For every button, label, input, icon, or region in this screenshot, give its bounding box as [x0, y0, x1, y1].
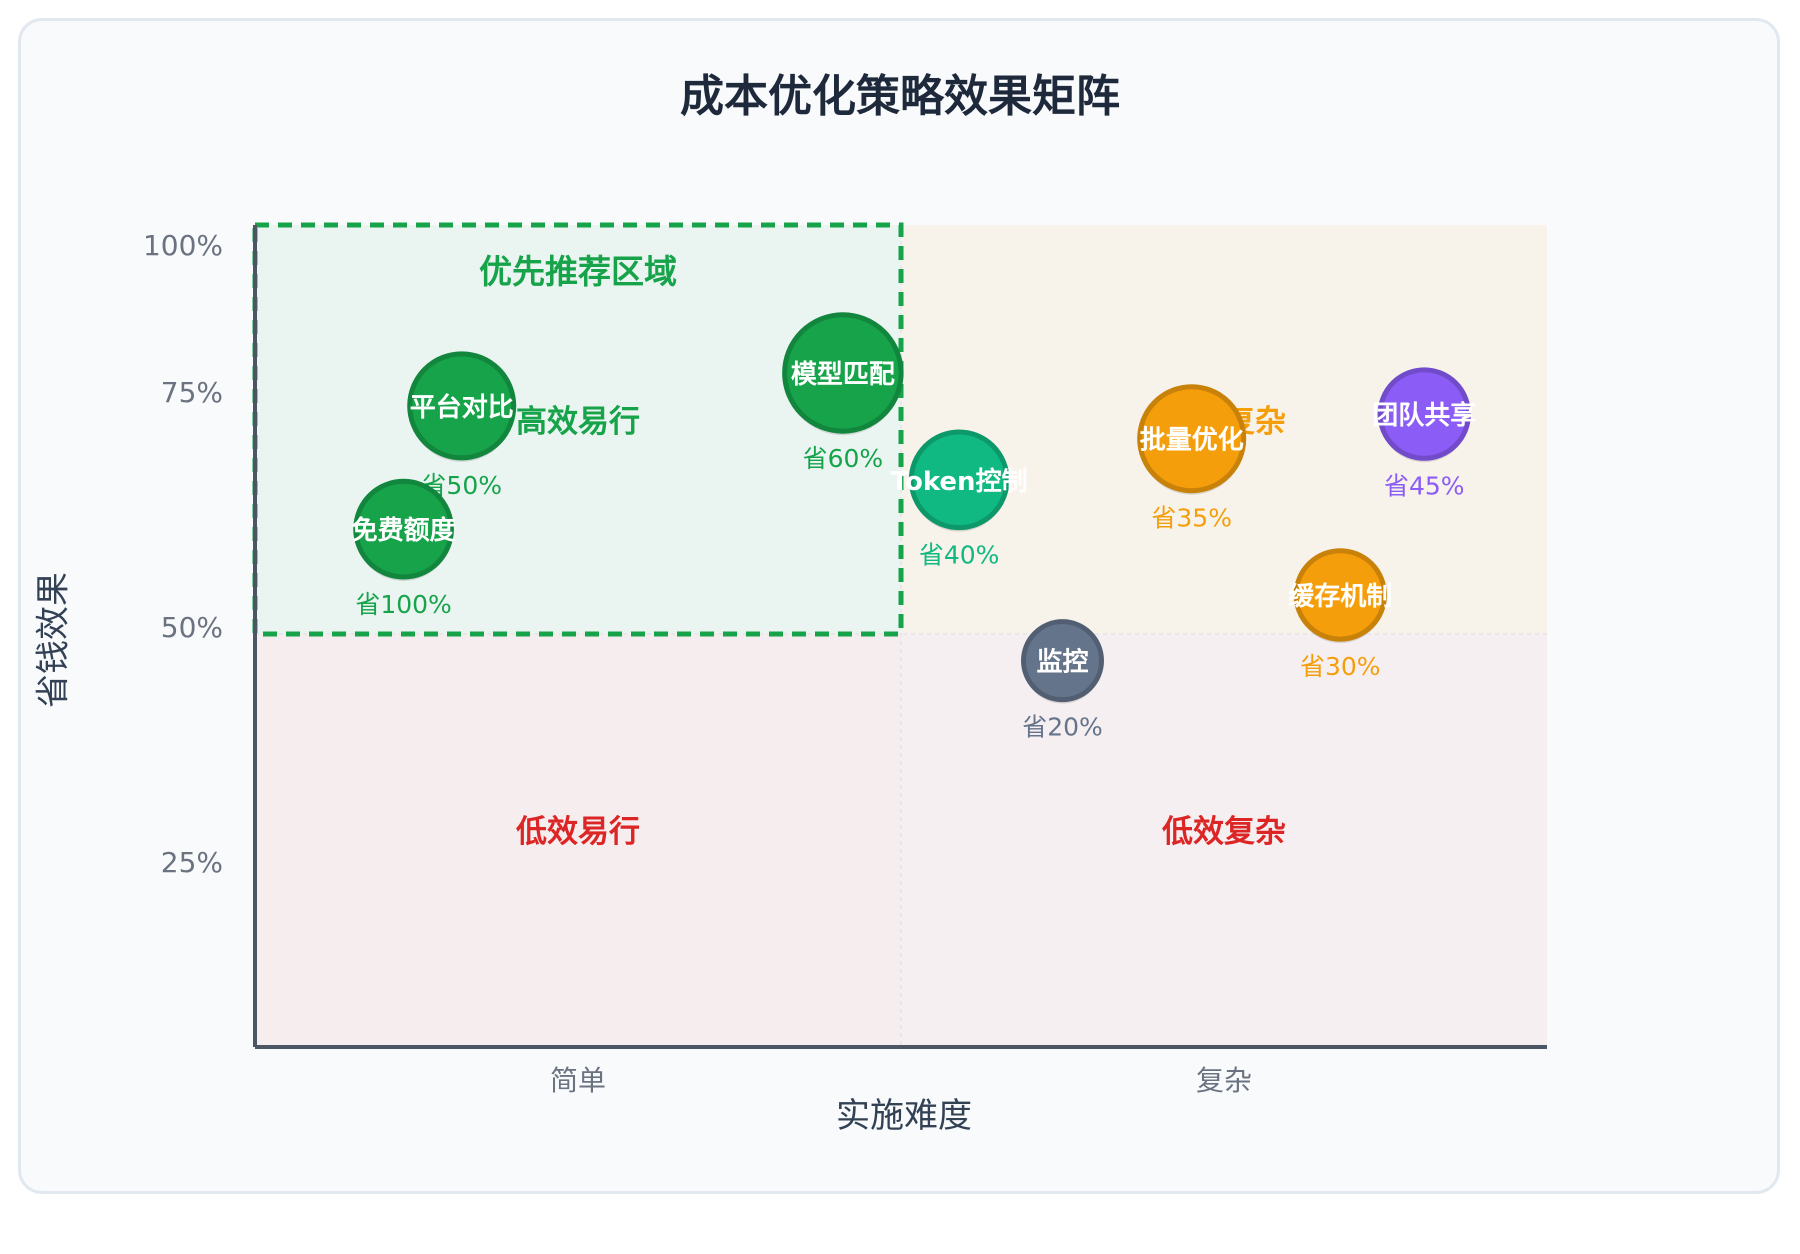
bubble-label: 免费额度: [352, 515, 456, 546]
x-axis-label: 实施难度: [836, 1096, 972, 1136]
saving-label: 省35%: [1151, 504, 1232, 533]
saving-label: 省45%: [1384, 471, 1465, 500]
bubble-label: 平台对比: [410, 392, 514, 423]
y-tick-label: 75%: [161, 376, 223, 409]
saving-label: 省20%: [1022, 713, 1103, 742]
saving-label: 省60%: [803, 444, 884, 473]
strategy-bubble: [782, 312, 904, 434]
strategy-bubble: [908, 429, 1010, 531]
strategy-bubble: [1293, 548, 1387, 642]
priority-zone-label: 优先推荐区域: [479, 252, 677, 291]
strategy-bubble: [1021, 619, 1104, 703]
saving-label: 省30%: [1300, 652, 1381, 681]
strategy-bubble: [1137, 384, 1247, 494]
chart-title: 成本优化策略效果矩阵: [680, 71, 1120, 122]
chart-card: [18, 18, 1780, 1194]
y-tick-label: 25%: [161, 846, 223, 879]
quadrant-label: 高效易行: [516, 404, 640, 440]
quadrant-label: 低效易行: [515, 814, 640, 850]
bubble-label: 监控: [1036, 648, 1088, 678]
y-axis-label: 省钱效果: [33, 572, 74, 708]
strategy-bubble: [1377, 367, 1471, 461]
strategy-bubble: [353, 478, 454, 580]
bubble-label: 缓存机制: [1288, 581, 1392, 612]
quadrant-bottom-left: [255, 634, 901, 1047]
priority-zone-box: [252, 222, 904, 637]
bubble-label: 批量优化: [1140, 426, 1244, 456]
bubble-label: Token控制: [891, 467, 1028, 497]
y-tick-label: 100%: [143, 229, 223, 262]
saving-label: 省40%: [919, 541, 1000, 570]
x-tick-label: 复杂: [1196, 1064, 1252, 1097]
x-tick-label: 简单: [550, 1064, 606, 1097]
bubble-label: 模型匹配: [791, 360, 895, 390]
y-tick-label: 50%: [161, 611, 223, 644]
bubble-label: 团队共享: [1372, 400, 1476, 431]
quadrant-top-left: [255, 225, 901, 634]
quadrant-label: 低效复杂: [1161, 814, 1286, 850]
quadrant-bottom-right: [901, 634, 1547, 1047]
saving-label: 省100%: [355, 590, 451, 619]
strategy-bubble: [407, 351, 517, 461]
